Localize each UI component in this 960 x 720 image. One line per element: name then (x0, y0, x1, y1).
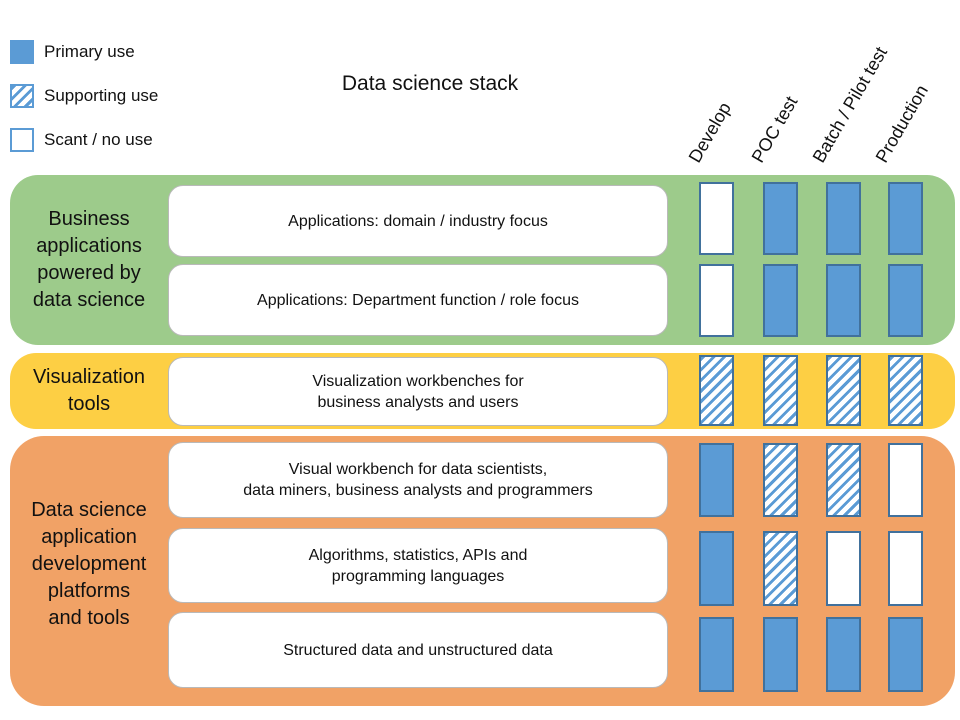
cell-row1-production (888, 182, 923, 255)
cell-row4-production (888, 443, 923, 517)
cell-row2-develop (699, 264, 734, 337)
cell-row4-poc-test (763, 443, 798, 517)
band-label-data-science-platforms: Data science application development pla… (10, 436, 168, 706)
band-label-line: tools (67, 393, 111, 415)
band-label-line: Business (48, 208, 130, 230)
cell-row6-develop (699, 617, 734, 692)
box-text-line: Applications: domain / industry focus (288, 212, 548, 230)
column-header-poc-test: POC test (747, 92, 802, 166)
cell-row5-batch-pilot-test (826, 531, 861, 606)
box-text-line: data miners, business analysts and progr… (243, 482, 593, 499)
legend-item-supporting-use: Supporting use (10, 82, 158, 110)
box-text-line: Structured data and unstructured data (283, 641, 553, 659)
cell-row1-poc-test (763, 182, 798, 255)
box-visual-workbench-data-scientists: Visual workbench for data scientists, da… (168, 442, 668, 518)
band-label-line: development (31, 552, 147, 575)
primary-use-swatch-icon (10, 40, 34, 64)
box-text-line: business analysts and users (317, 393, 519, 411)
band-label-business-applications: Business applications powered by data sc… (10, 175, 168, 345)
band-label-visualization-tools: Visualization tools (10, 353, 168, 429)
legend-label-supporting-use: Supporting use (44, 86, 159, 105)
cell-row3-develop (699, 355, 734, 426)
band-label-line: powered by (37, 262, 141, 284)
band-label-line: applications (36, 235, 142, 257)
cell-row1-batch-pilot-test (826, 182, 861, 255)
legend-item-primary-use: Primary use (10, 38, 135, 66)
box-text-line: Visualization workbenches for (312, 372, 524, 390)
cell-row1-develop (699, 182, 734, 255)
box-algorithms-statistics-apis: Algorithms, statistics, APIs and program… (168, 528, 668, 603)
cell-row6-production (888, 617, 923, 692)
box-structured-unstructured-data: Structured data and unstructured data (168, 612, 668, 688)
box-text-line: Algorithms, statistics, APIs and (308, 546, 528, 564)
legend-item-scant-no-use: Scant / no use (10, 126, 153, 154)
cell-row2-batch-pilot-test (826, 264, 861, 337)
cell-row3-batch-pilot-test (826, 355, 861, 426)
band-label-line: data science (32, 289, 146, 311)
scant-no-use-swatch-icon (10, 128, 34, 152)
cell-row6-batch-pilot-test (826, 617, 861, 692)
band-label-line: application (41, 525, 137, 548)
cell-row5-develop (699, 531, 734, 606)
box-text-line: programming languages (331, 567, 505, 585)
supporting-use-swatch-icon (10, 84, 34, 108)
box-visualization-workbenches: Visualization workbenches for business a… (168, 357, 668, 426)
band-label-line: and tools (48, 606, 130, 629)
box-applications-department-role: Applications: Department function / role… (168, 264, 668, 336)
cell-row3-poc-test (763, 355, 798, 426)
column-header-develop: Develop (684, 98, 736, 166)
cell-row4-batch-pilot-test (826, 443, 861, 517)
diagram-title: Data science stack (341, 72, 519, 95)
cell-row5-production (888, 531, 923, 606)
cell-row5-poc-test (763, 531, 798, 606)
column-header-production: Production (871, 81, 933, 166)
legend-label-primary-use: Primary use (44, 42, 135, 61)
box-text-line: Applications: Department function / role… (257, 291, 579, 309)
band-label-line: platforms (47, 579, 131, 602)
band-label-line: Data science (31, 498, 147, 521)
band-label-line: Visualization (33, 366, 145, 388)
box-text-line: Visual workbench for data scientists, (288, 461, 548, 478)
cell-row2-production (888, 264, 923, 337)
legend-label-scant-no-use: Scant / no use (44, 130, 153, 149)
cell-row2-poc-test (763, 264, 798, 337)
cell-row4-develop (699, 443, 734, 517)
cell-row6-poc-test (763, 617, 798, 692)
cell-row3-production (888, 355, 923, 426)
box-applications-domain-industry: Applications: domain / industry focus (168, 185, 668, 257)
